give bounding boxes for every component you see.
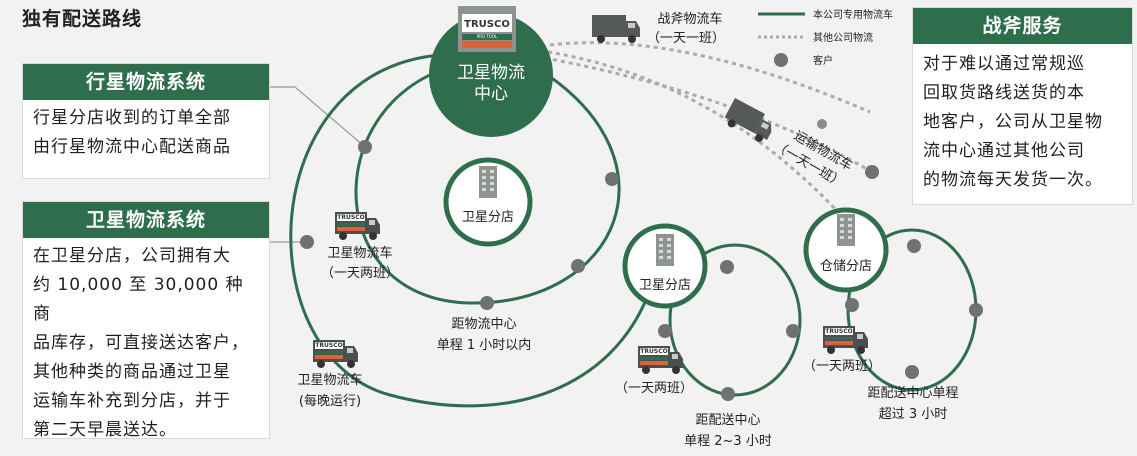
store-truck-schedule: （一天两班）	[615, 381, 693, 396]
body-line: 的物流每天发货一次。	[923, 170, 1103, 190]
center-logo-box	[458, 6, 516, 52]
customer-dot	[480, 296, 494, 310]
customer-dots	[300, 140, 983, 401]
body-line: 运输车补充到分店，并于	[33, 391, 231, 411]
body-line: 其他种类的商品通过卫星	[33, 362, 231, 382]
dashed-route-warehouse	[547, 50, 852, 227]
body-line: 在卫星分店，公司拥有大	[33, 246, 231, 266]
dashed-route-dot	[817, 119, 827, 129]
store-distance-line2: 单程 2~3 小时	[684, 434, 772, 449]
customer-dot	[658, 324, 672, 338]
body-line: 约 10,000 至 30,000 种商	[33, 275, 244, 324]
building-icon	[656, 234, 674, 266]
xingxing-system-title: 行星物流系统	[23, 64, 269, 100]
satellite-store-inner	[443, 157, 533, 247]
xingxing-connector-line-2	[294, 86, 366, 148]
customer-dot	[845, 298, 859, 312]
satellite-store	[622, 223, 708, 309]
body-line: 流中心通过其他公司	[923, 141, 1085, 161]
satellite-store-label: 卫星分店	[639, 278, 691, 293]
customer-dot	[605, 172, 619, 186]
center-label-line1: 卫星物流	[457, 63, 525, 83]
warehouse-store	[803, 207, 889, 293]
inner-route-ring	[354, 58, 621, 305]
legend-own-truck-label: 本公司专用物流车	[813, 8, 893, 21]
customer-dot	[905, 365, 919, 379]
legend-customer-label: 客户	[813, 54, 833, 67]
customer-dot	[720, 260, 734, 274]
customer-dot	[300, 235, 314, 249]
page-title: 独有配送路线	[22, 8, 143, 30]
warehouse-store-label: 仓储分店	[820, 259, 872, 274]
satellite-truck-logo-text: TRUSCO	[337, 214, 364, 221]
dashed-route-transport	[544, 56, 873, 174]
body-line: 回取货路线送货的本	[923, 83, 1085, 103]
body-line: 地客户，公司从卫星物	[923, 112, 1103, 132]
zhanfu-truck-name: 战斧物流车	[657, 11, 722, 27]
zhanfu-truck-schedule: （一天一班）	[647, 31, 725, 46]
satellite-truck-schedule: （一天两班）	[321, 266, 399, 281]
weixing-system-box: 卫星物流系统 在卫星分店，公司拥有大 约 10,000 至 30,000 种商 …	[22, 201, 270, 440]
legend-other-company-label: 其他公司物流	[813, 31, 873, 44]
warehouse-distance-line1: 距配送中心单程	[867, 386, 958, 401]
store-route-loop	[668, 243, 802, 397]
center-label-line2: 中心	[474, 84, 508, 104]
body-line: 由行星物流中心配送商品	[33, 137, 231, 157]
zhanfu-service-body: 对于难以通过常规巡 回取货路线送货的本 地客户，公司从卫星物 流中心通过其他公司…	[913, 44, 1132, 199]
customer-dot	[571, 259, 585, 273]
store-distance-line1: 距配送中心	[695, 413, 760, 428]
satellite-truck-name: 卫星物流车	[327, 245, 392, 261]
building-icon	[837, 214, 855, 246]
weixing-system-title: 卫星物流系统	[23, 202, 269, 238]
center-logo-sub: PRO TOOL	[477, 34, 498, 39]
body-line: 第二天早晨送达。	[33, 420, 177, 440]
zhanfu-truck-icon	[592, 15, 640, 43]
body-line: 品库存，可直接送达客户，	[33, 333, 249, 353]
night-truck-name: 卫星物流车	[297, 372, 362, 388]
customer-dot	[721, 387, 735, 401]
inner-distance-line1: 距物流中心	[451, 317, 516, 332]
body-line: 对于难以通过常规巡	[923, 54, 1085, 74]
center-logo-text: TRUSCO	[464, 19, 510, 30]
customer-dot	[358, 140, 372, 154]
customer-dot	[907, 239, 921, 253]
satellite-store-inner-label: 卫星分店	[462, 210, 514, 225]
warehouse-truck-schedule: （一天两班）	[803, 359, 881, 374]
customer-dot	[865, 165, 879, 179]
store-truck-logo-text: TRUSCO	[640, 348, 667, 355]
dashed-route-zhanfu	[549, 41, 871, 114]
customer-dot	[786, 324, 800, 338]
legend: 本公司专用物流车 其他公司物流 客户	[758, 8, 893, 67]
legend-customer-dot	[774, 53, 788, 67]
xingxing-system-box: 行星物流系统 行星分店收到的订单全部 由行星物流中心配送商品	[22, 63, 270, 179]
weixing-system-body: 在卫星分店，公司拥有大 约 10,000 至 30,000 种商 品库存，可直接…	[23, 238, 269, 449]
night-truck-schedule: (每晚运行)	[299, 393, 361, 409]
warehouse-truck-logo-text: TRUSCO	[825, 328, 852, 335]
building-icon	[479, 166, 497, 198]
xingxing-system-body: 行星分店收到的订单全部 由行星物流中心配送商品	[23, 100, 269, 166]
night-truck-logo-text: TRUSCO	[315, 342, 342, 349]
zhanfu-service-box: 战斧服务 对于难以通过常规巡 回取货路线送货的本 地客户，公司从卫星物 流中心通…	[912, 7, 1133, 205]
warehouse-distance-line2: 超过 3 小时	[879, 407, 948, 422]
customer-dot	[969, 303, 983, 317]
body-line: 行星分店收到的订单全部	[33, 108, 231, 128]
outer-route-ring	[289, 53, 662, 408]
inner-distance-line2: 单程 1 小时以内	[437, 337, 532, 353]
zhanfu-service-title: 战斧服务	[913, 8, 1132, 44]
